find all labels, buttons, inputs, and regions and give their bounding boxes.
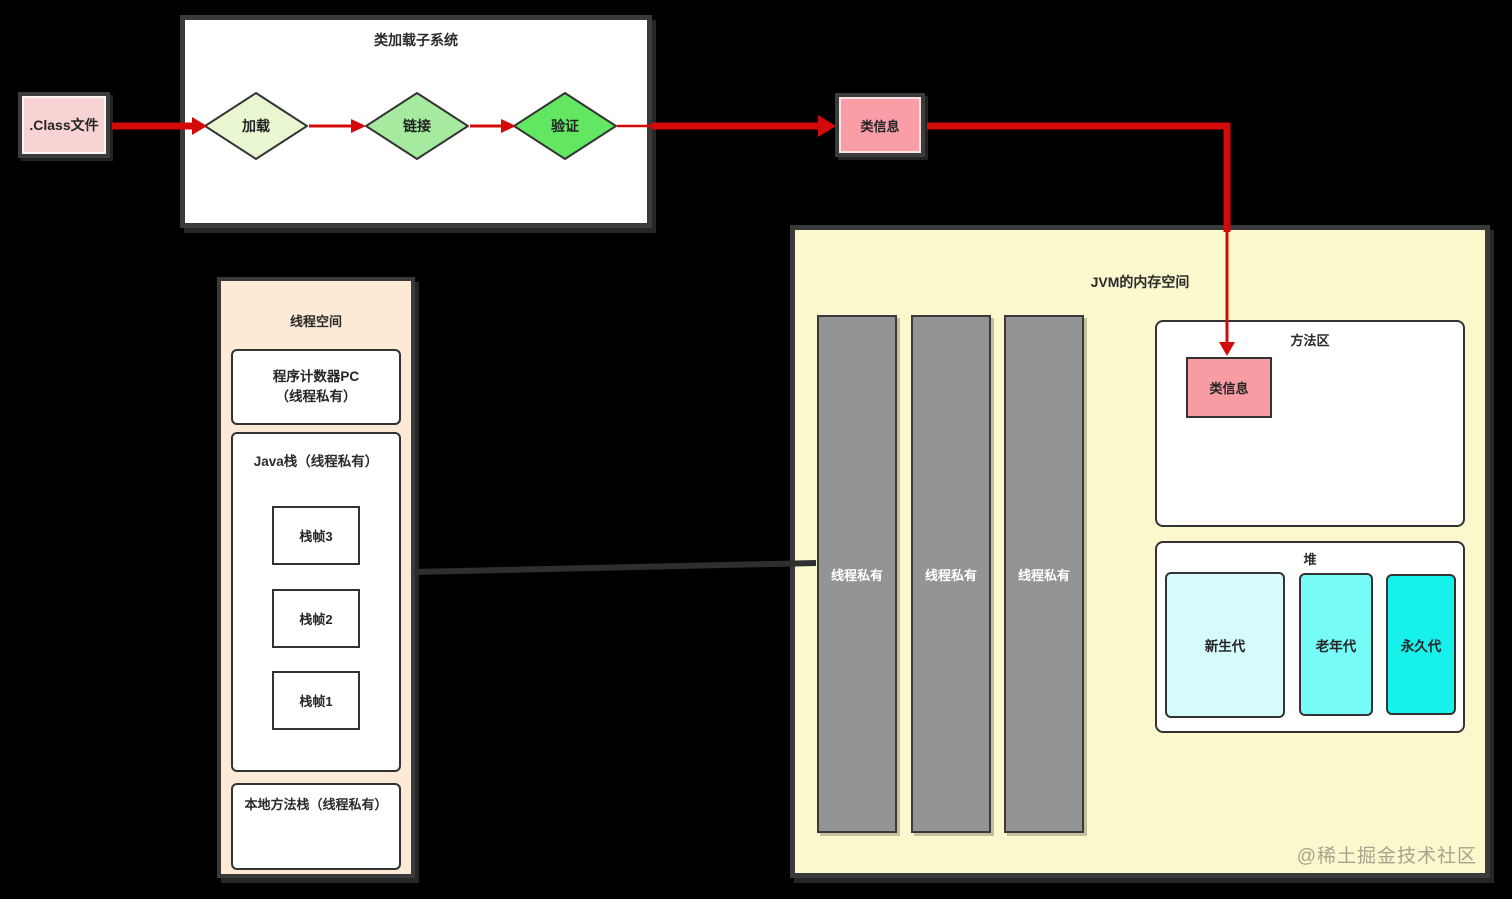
- stack-frame-2: 栈帧2: [272, 589, 360, 648]
- java-stack-box: Java栈（线程私有） 栈帧3 栈帧2 栈帧1: [231, 432, 401, 772]
- watermark-text: @稀土掘金技术社区: [1296, 846, 1477, 867]
- heap-permanent-generation-label: 永久代: [1400, 638, 1442, 654]
- diamond-shape: [513, 92, 617, 160]
- stack-frame-3-label: 栈帧3: [299, 529, 333, 544]
- class-loader-title: 类加载子系统: [374, 32, 458, 48]
- connector-threadspace-to-jvm: [413, 560, 817, 575]
- stack-frame-1-label: 栈帧1: [299, 694, 333, 709]
- pc-register-line2: （线程私有）: [275, 389, 357, 404]
- class-info-node: 类信息: [835, 93, 925, 157]
- heap-permanent-generation: 永久代: [1386, 574, 1456, 715]
- thread-space-title: 线程空间: [289, 314, 342, 329]
- stage-verify-diamond: 验证: [513, 92, 617, 160]
- stack-frame-3: 栈帧3: [272, 506, 360, 565]
- stage-load-diamond: 加载: [204, 92, 308, 160]
- line-classinfo-to-jvm: [927, 122, 1231, 232]
- stack-frame-2-label: 栈帧2: [299, 612, 333, 627]
- stage-load-label: 加载: [242, 118, 270, 134]
- diamond-shape: [365, 92, 469, 160]
- pc-register-box: 程序计数器PC （线程私有）: [231, 349, 401, 425]
- native-method-stack-title: 本地方法栈（线程私有）: [244, 797, 388, 812]
- class-file-label: .Class文件: [29, 117, 99, 133]
- native-method-stack-box: 本地方法栈（线程私有）: [231, 783, 401, 870]
- pc-register-line1: 程序计数器PC: [272, 369, 360, 385]
- thread-space-box: 线程空间 程序计数器PC （线程私有） Java栈（线程私有） 栈帧3 栈帧2 …: [217, 277, 415, 878]
- method-area-box: 方法区 类信息: [1155, 320, 1465, 527]
- thread-private-bar-3: 线程私有: [1004, 315, 1084, 833]
- heap-box: 堆 新生代 老年代 永久代: [1155, 541, 1465, 733]
- thread-private-bar-2: 线程私有: [911, 315, 991, 833]
- java-stack-title: Java栈（线程私有）: [253, 454, 379, 469]
- heap-title: 堆: [1303, 552, 1317, 567]
- class-loader-subsystem-box: 类加载子系统 加载 链接 验证: [180, 15, 652, 228]
- stack-frame-1: 栈帧1: [272, 671, 360, 730]
- stage-link-diamond: 链接: [365, 92, 469, 160]
- method-area-class-info-node: 类信息: [1186, 357, 1272, 418]
- thread-private-bar-1-label: 线程私有: [830, 567, 883, 583]
- class-info-label: 类信息: [860, 118, 900, 134]
- method-area-class-info-label: 类信息: [1209, 381, 1249, 396]
- thread-private-bar-1: 线程私有: [817, 315, 897, 833]
- jvm-memory-title: JVM的内存空间: [1090, 274, 1190, 290]
- thread-private-bar-2-label: 线程私有: [924, 567, 977, 583]
- heap-young-generation-label: 新生代: [1204, 639, 1246, 654]
- method-area-title: 方法区: [1290, 333, 1330, 348]
- heap-old-generation: 老年代: [1299, 573, 1373, 716]
- stage-link-label: 链接: [403, 118, 431, 134]
- thread-private-bar-3-label: 线程私有: [1017, 567, 1070, 583]
- jvm-memory-box: JVM的内存空间 线程私有 线程私有 线程私有 方法区 类信息 堆 新生代 老年…: [790, 225, 1490, 878]
- stage-verify-label: 验证: [551, 118, 579, 134]
- class-file-node: .Class文件: [18, 92, 110, 158]
- diamond-shape: [204, 92, 308, 160]
- heap-young-generation: 新生代: [1165, 572, 1285, 718]
- heap-old-generation-label: 老年代: [1315, 638, 1357, 654]
